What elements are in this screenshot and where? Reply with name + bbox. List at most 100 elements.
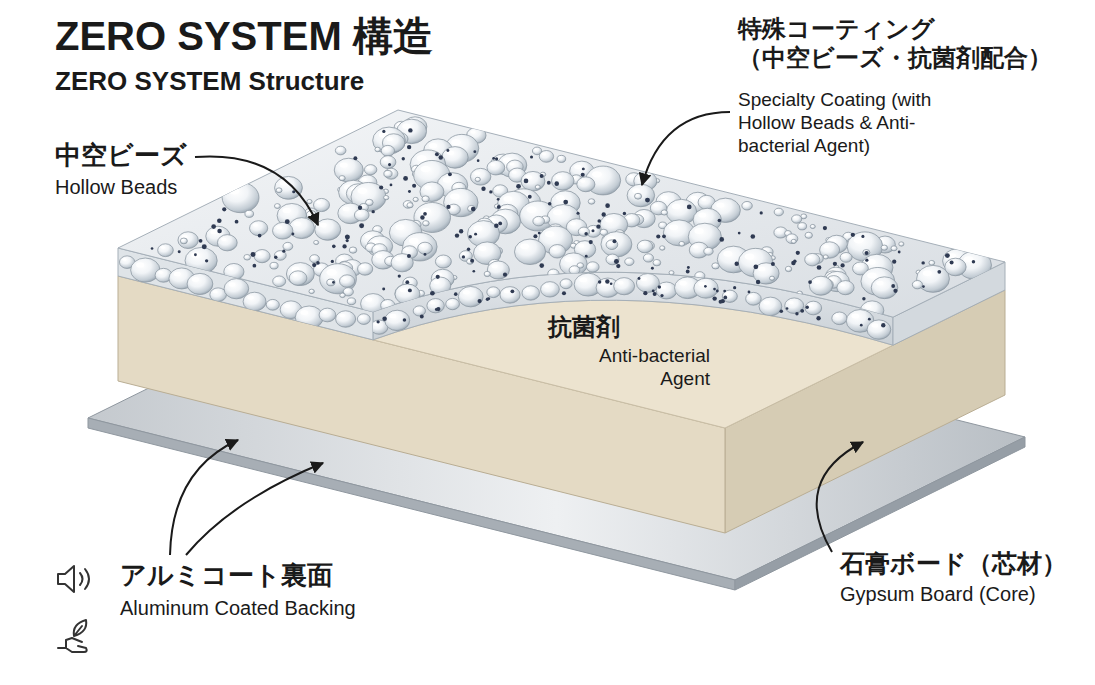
agent-dot <box>972 260 975 263</box>
bead-highlight <box>552 247 557 250</box>
hollow-bead <box>276 188 282 193</box>
agent-dot <box>687 205 692 210</box>
bead-highlight <box>351 248 353 249</box>
hollow-bead <box>660 246 665 250</box>
edge-beads <box>119 256 370 329</box>
leader-line <box>170 440 238 555</box>
bead-highlight <box>311 256 314 258</box>
hollow-bead <box>340 293 346 298</box>
hollow-bead <box>250 221 268 236</box>
hollow-bead <box>319 308 336 322</box>
agent-dot <box>723 296 727 300</box>
bead-body <box>467 205 475 211</box>
agent-dot <box>235 220 239 224</box>
bead-highlight <box>698 282 705 286</box>
bead-highlight <box>589 264 593 266</box>
bead-body <box>912 280 922 288</box>
agent-dot <box>497 205 501 209</box>
agent-dot <box>860 324 863 327</box>
agent-dot <box>602 212 606 216</box>
hollow-bead <box>753 263 779 284</box>
hollow-bead <box>601 232 632 257</box>
agent-dot <box>656 234 660 238</box>
agent-dot <box>472 270 475 273</box>
bead-highlight <box>669 224 678 230</box>
agent-dot <box>881 323 885 327</box>
bead-body <box>606 240 618 250</box>
bead-body <box>823 255 828 259</box>
hollow-bead <box>805 253 820 265</box>
bead-body <box>446 298 460 309</box>
agent-dot <box>481 187 485 191</box>
bead-highlight <box>385 172 387 173</box>
agent-dot <box>477 159 480 162</box>
hollow-bead <box>467 205 475 211</box>
bead-body <box>487 261 509 279</box>
bead-body <box>315 219 341 240</box>
bead-highlight <box>360 265 364 268</box>
bead-highlight <box>365 297 372 302</box>
hollow-bead <box>917 265 950 292</box>
agent-dot <box>516 184 521 189</box>
hollow-bead <box>420 182 444 202</box>
bead-highlight <box>556 195 564 200</box>
hollow-bead <box>467 259 474 265</box>
bead-body <box>548 269 559 278</box>
agent-dot <box>202 244 207 249</box>
bead-body <box>339 275 354 288</box>
hollow-bead <box>307 199 312 203</box>
bead-body <box>484 271 490 276</box>
bead-body <box>435 255 451 268</box>
hollow-bead <box>742 201 752 210</box>
bead-body <box>785 266 791 271</box>
bead-highlight <box>556 175 562 179</box>
hollow-bead <box>395 284 420 304</box>
hollow-bead <box>309 289 314 293</box>
agent-dot <box>398 274 401 277</box>
bead-highlight <box>443 177 452 183</box>
agent-dot <box>282 250 285 253</box>
agent-dot <box>390 184 393 187</box>
agent-dot <box>382 288 385 291</box>
bead-highlight <box>589 200 591 201</box>
bead-highlight <box>213 290 218 293</box>
agent-dot <box>719 300 723 304</box>
hollow-bead <box>475 177 480 181</box>
bead-body <box>385 310 410 330</box>
bead-highlight <box>247 212 249 214</box>
agent-dot <box>503 273 507 277</box>
aluminum-backing-top <box>88 275 1025 580</box>
bead-highlight <box>245 256 247 257</box>
agent-dot <box>435 152 439 156</box>
agent-dot <box>455 233 459 237</box>
bead-body <box>769 276 774 280</box>
bead-highlight <box>544 284 549 287</box>
agent-dot <box>816 316 820 320</box>
bead-highlight <box>923 270 932 276</box>
agent-dot <box>211 224 216 229</box>
bead-highlight <box>520 244 529 250</box>
hollow-bead <box>180 238 187 244</box>
bead-highlight <box>559 157 561 159</box>
bead-highlight <box>930 261 932 262</box>
agent-dot <box>420 215 424 219</box>
bead-highlight <box>229 282 236 286</box>
bead-highlight <box>191 252 200 258</box>
bead-highlight <box>340 162 348 167</box>
agent-dot <box>823 226 827 230</box>
bead-body <box>384 170 392 177</box>
bead-body <box>805 253 820 265</box>
bead-highlight <box>360 316 364 318</box>
bead-highlight <box>504 290 510 294</box>
agent-dot <box>554 181 559 186</box>
bead-highlight <box>788 236 791 238</box>
leader-line <box>195 156 318 225</box>
bead-body <box>245 210 254 217</box>
bead-body <box>266 299 279 310</box>
bead-body <box>385 168 398 179</box>
hollow-bead <box>358 263 373 275</box>
bead-highlight <box>660 223 662 224</box>
bead-highlight <box>892 247 894 248</box>
bead-highlight <box>122 258 126 261</box>
agent-dot <box>756 280 760 284</box>
